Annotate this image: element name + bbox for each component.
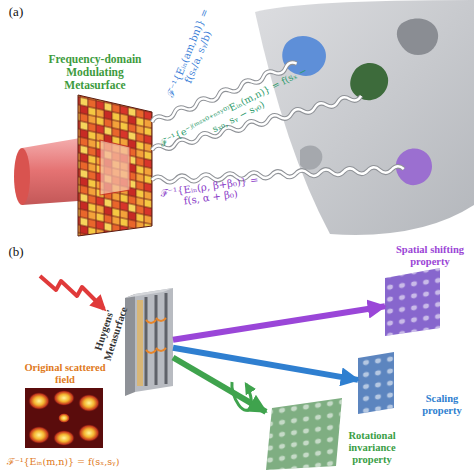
- node-label: Spatial shifting property: [388, 244, 472, 268]
- scaled-field-plane: [358, 352, 394, 414]
- incident-wave: [40, 276, 104, 309]
- node-label: Original scattered field: [15, 362, 115, 386]
- huygens-metasurface: Huygens' Metasurface: [125, 292, 173, 395]
- metasurface-slab: [135, 288, 173, 392]
- panel-letter: (a): [1, 5, 31, 20]
- field-spot: [397, 19, 438, 56]
- node-label: Frequency-domain Modulating Metasurface: [35, 53, 155, 92]
- wave-beam: [152, 166, 404, 183]
- field-spot: [350, 63, 388, 100]
- field-lobe: [53, 390, 75, 406]
- metasurface-aperture: [100, 140, 130, 195]
- metasurface-tiles: [78, 95, 152, 236]
- meta-atom: [137, 300, 143, 386]
- meta-atom: [146, 318, 166, 353]
- field-lobe: [78, 394, 100, 412]
- field-lobe: [53, 430, 75, 446]
- field-spot: [300, 145, 322, 169]
- node-label: ℱ⁻¹{Eᵢₙ(m,n)} = f(sₓ,sᵧ): [1, 457, 125, 468]
- node-label: Scaling property: [412, 393, 472, 417]
- field-lobe: [58, 413, 70, 423]
- shifted-field-plane: [385, 268, 440, 336]
- scaled-field-plane: [358, 352, 394, 414]
- node-label: Rotational invariance property: [341, 430, 403, 465]
- field-lobe: [78, 424, 100, 442]
- property-arrow: [173, 358, 266, 412]
- field-image: [25, 388, 103, 448]
- rotation-plane: Rotational invariance property: [266, 398, 342, 470]
- wave-beam: [152, 166, 404, 183]
- meta-atom: [146, 293, 166, 386]
- field-lobe: [28, 392, 50, 410]
- scaling-plane: Scaling property: [358, 352, 394, 414]
- scaling-formula: ℱ⁻¹{Eᵢₙ(am,bn)} = f(sₓ/a, sᵧ/b): [163, 2, 223, 108]
- incident-beam: [14, 148, 30, 205]
- rotated-field-plane: [266, 398, 342, 470]
- field-lobe: [28, 426, 50, 444]
- rotated-field-plane: [266, 398, 342, 470]
- property-arrow: [173, 306, 385, 339]
- shifted-field-plane: [385, 268, 440, 336]
- wave-beam: [152, 166, 404, 183]
- modulating-metasurface: Frequency-domain Modulating Metasurface: [78, 95, 153, 235]
- original-field: Original scattered fieldℱ⁻¹{Eᵢₙ(m,n)} = …: [25, 388, 103, 448]
- rotation-formula: ℱ⁻¹{Eᵢₙ(ρ, β+β₀)} = f(s, α + β₀): [153, 173, 267, 211]
- panel-letter: (b): [1, 245, 31, 260]
- shifting-plane: Spatial shifting property: [385, 268, 440, 336]
